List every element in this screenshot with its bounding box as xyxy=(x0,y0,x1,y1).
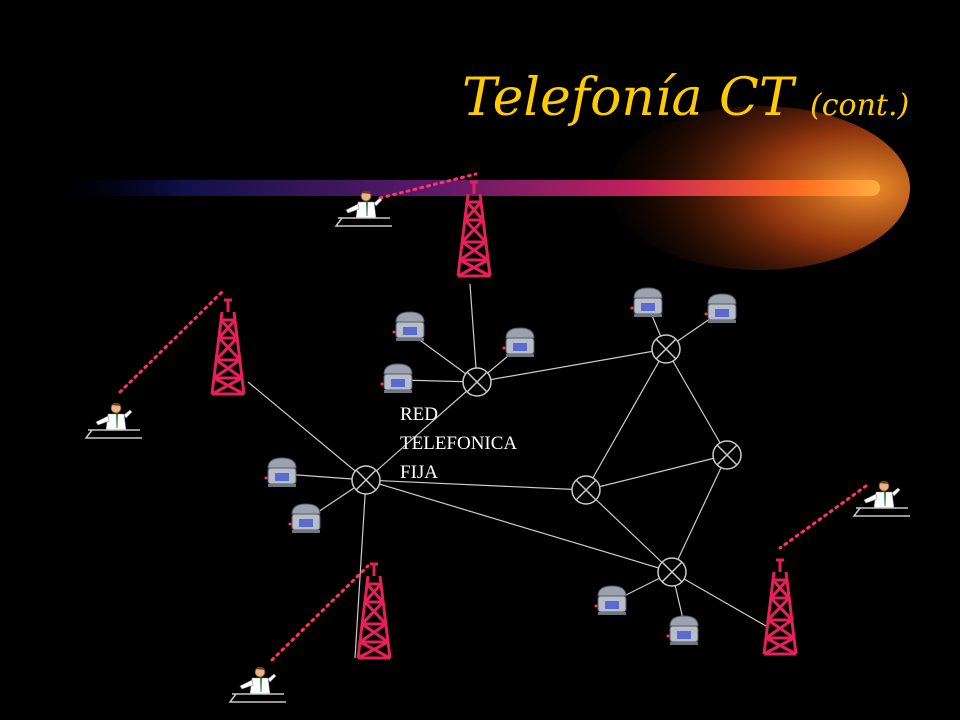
link xyxy=(671,454,728,573)
mobile-user-icon xyxy=(853,479,911,517)
mobile-user-icon xyxy=(229,665,287,703)
telephone-icon xyxy=(502,327,535,358)
link xyxy=(247,381,367,481)
slide-title: Telefonía CT (cont.) xyxy=(462,72,909,124)
switch-node-icon xyxy=(651,334,681,364)
switch-node-icon xyxy=(657,557,687,587)
comet-streak xyxy=(60,106,910,270)
radio-link xyxy=(378,172,478,200)
telephone-icon xyxy=(392,311,425,342)
mobile-user-icon xyxy=(85,401,143,439)
link xyxy=(585,454,728,491)
radio-link xyxy=(118,288,226,394)
link xyxy=(469,283,478,383)
link xyxy=(365,479,587,491)
antenna-tower-icon xyxy=(456,180,492,278)
network-label-line: FIJA xyxy=(400,462,439,483)
telephone-icon xyxy=(288,503,321,534)
antenna-tower-icon xyxy=(356,562,392,660)
switch-node-icon xyxy=(712,440,742,470)
link xyxy=(365,479,673,573)
switch-node-icon xyxy=(462,367,492,397)
switch-node-icon xyxy=(351,465,381,495)
telephone-icon xyxy=(630,287,663,318)
link xyxy=(585,348,667,491)
network-label: RED TELEFONICA FIJA xyxy=(400,400,517,487)
link xyxy=(476,348,667,383)
telephone-icon xyxy=(704,293,737,324)
radio-link xyxy=(270,564,370,662)
mobile-user-icon xyxy=(335,189,393,227)
telephone-icon xyxy=(264,457,297,488)
title-main: Telefonía CT xyxy=(462,68,794,128)
telephone-icon xyxy=(666,615,699,646)
title-suffix: (cont.) xyxy=(810,88,910,123)
switch-node-icon xyxy=(571,475,601,505)
telephone-icon xyxy=(380,363,413,394)
radio-links xyxy=(118,172,868,662)
link xyxy=(365,381,478,481)
link xyxy=(585,489,673,573)
link xyxy=(671,571,767,627)
network-label-line: RED xyxy=(400,404,438,425)
antenna-tower-icon xyxy=(210,298,246,396)
network-label-line: TELEFONICA xyxy=(400,433,518,454)
antenna-tower-icon xyxy=(762,558,798,656)
link xyxy=(665,348,728,456)
link xyxy=(354,479,367,659)
telephone-icon xyxy=(594,585,627,616)
radio-link xyxy=(778,484,868,550)
